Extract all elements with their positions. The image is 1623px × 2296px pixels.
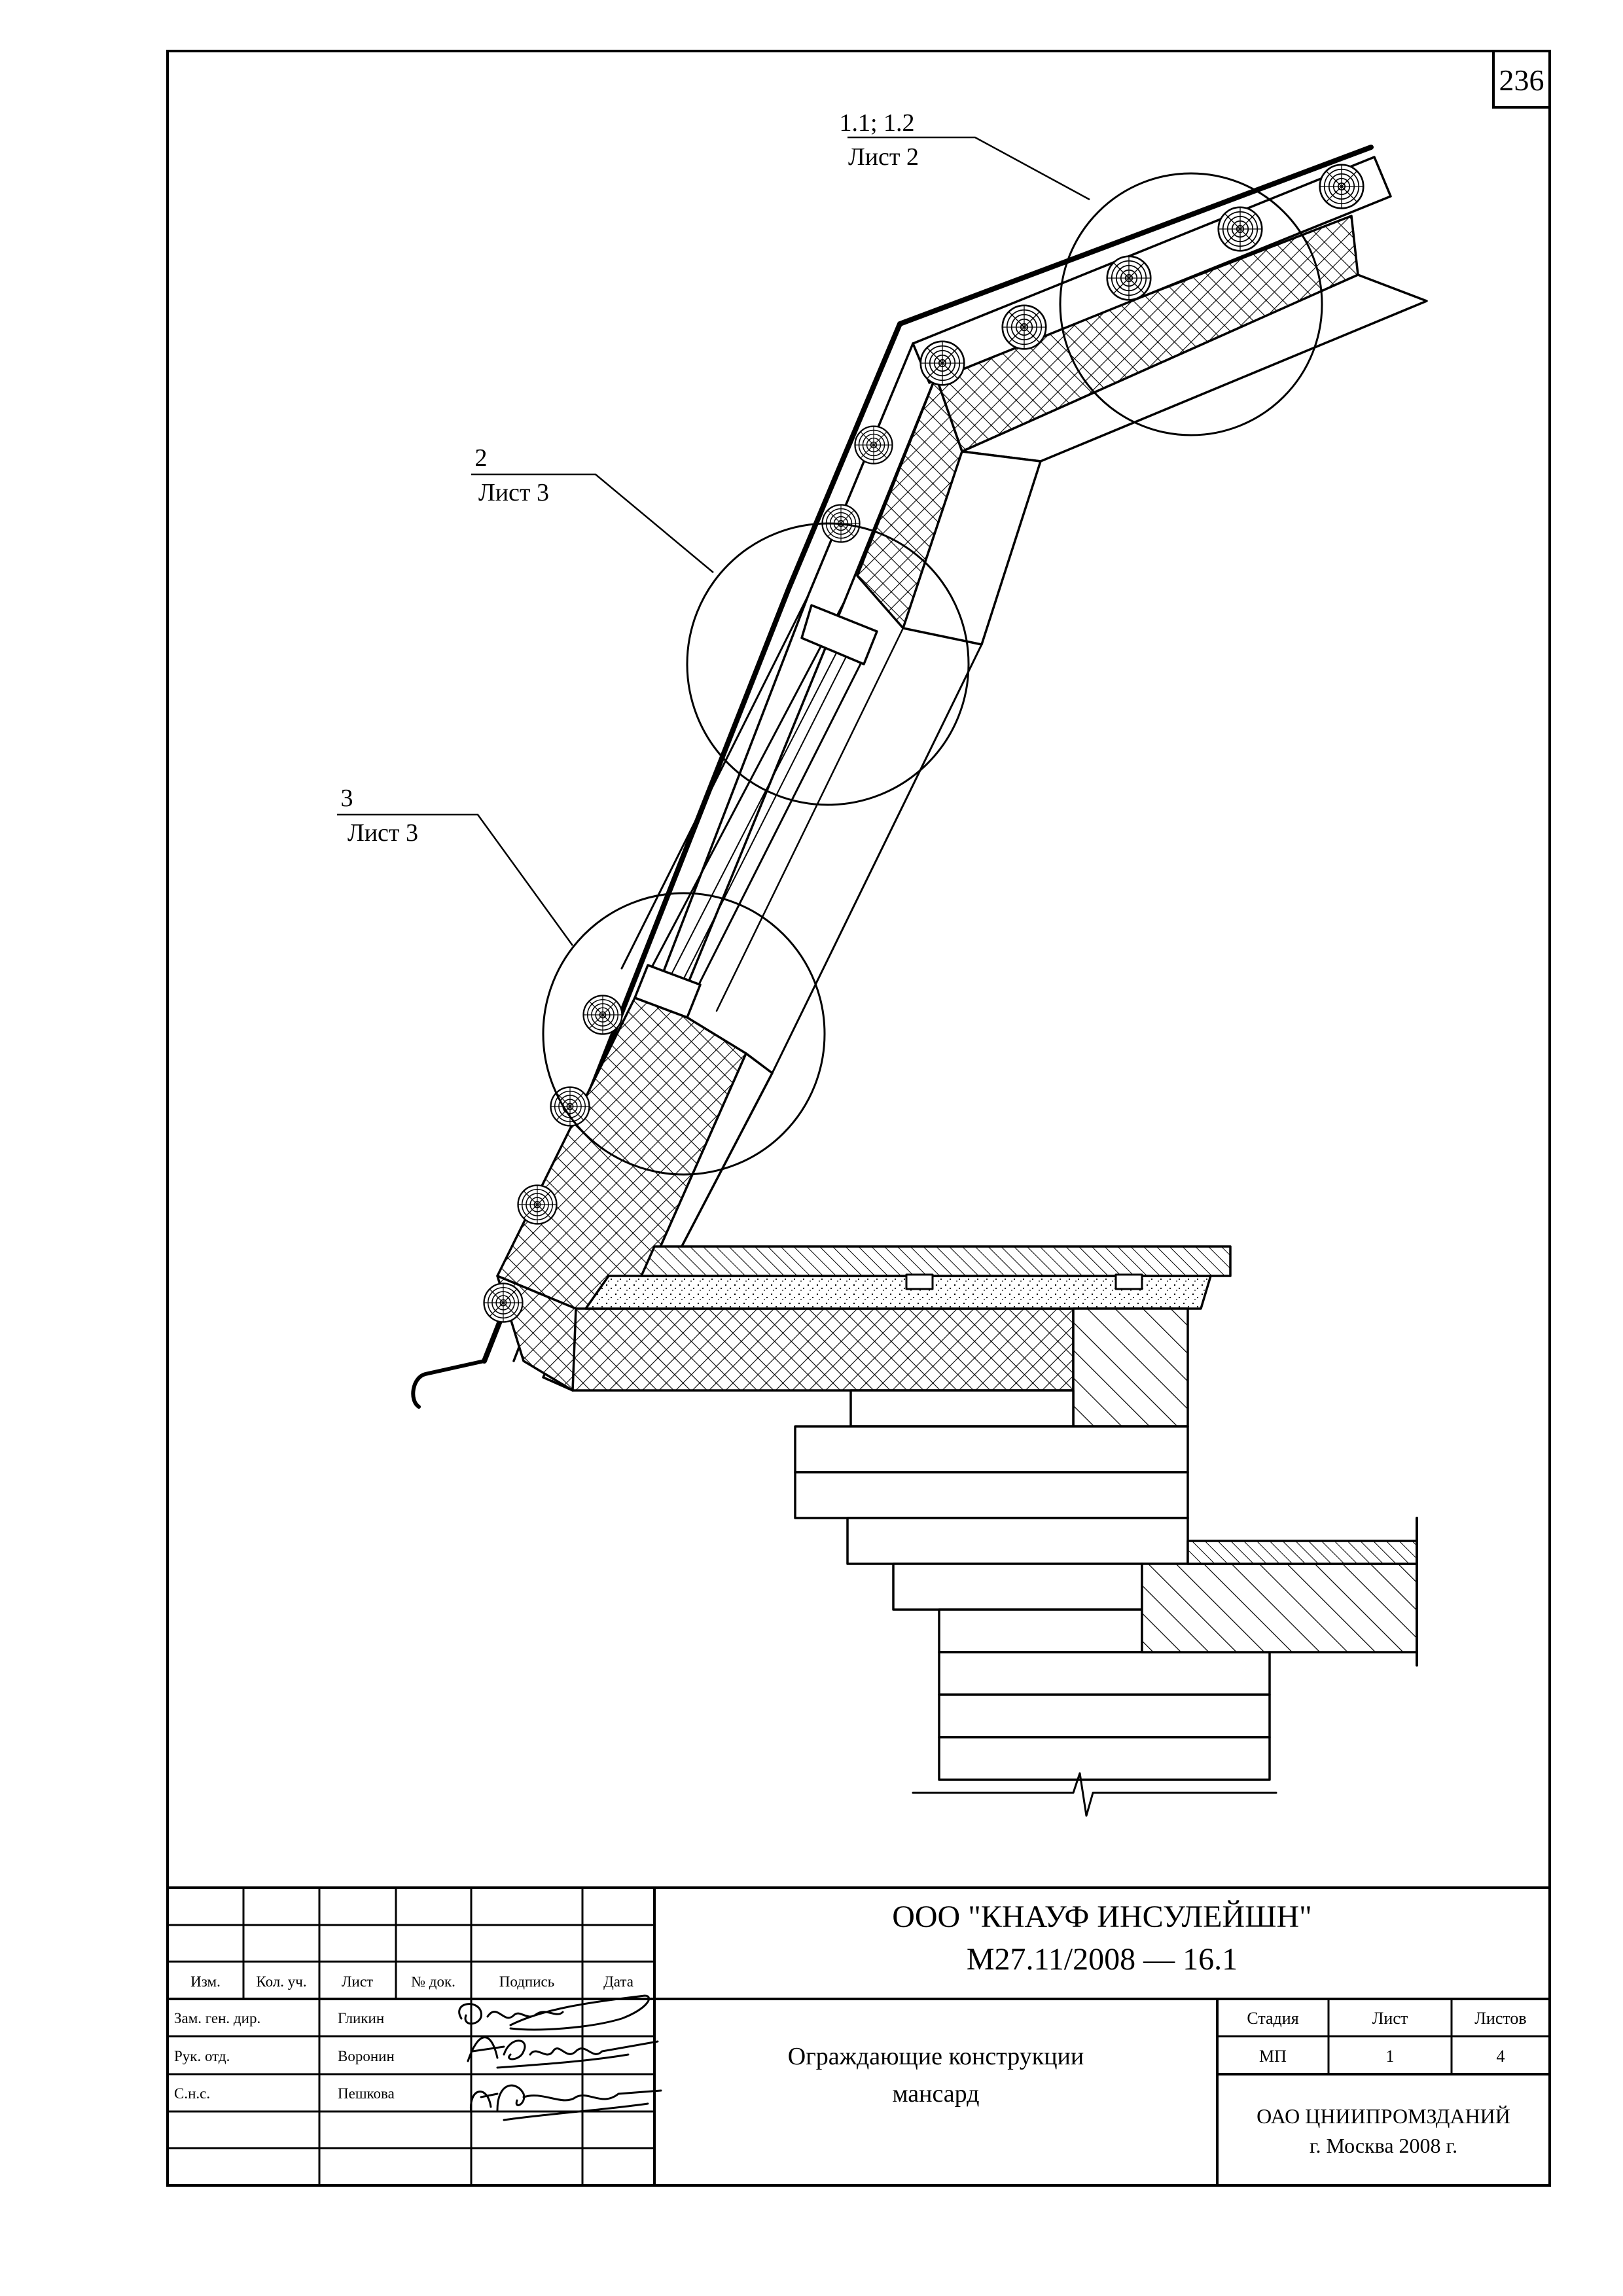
roof-section-detail [411, 145, 1428, 1817]
title-block-headers: Изм. Кол. уч. Лист № док. Подпись Дата [190, 1973, 633, 1990]
wall-course-7 [938, 1651, 1271, 1696]
person-1-role: Зам. ген. дир. [174, 2010, 260, 2026]
sheet-frame [166, 50, 1551, 2187]
mauerlat-beam [1072, 1307, 1189, 1428]
wall-course-2 [794, 1425, 1189, 1474]
title-block-people: Зам. ген. дир. Гликин Рук. отд. Воронин … [174, 2010, 395, 2102]
signatures [458, 1994, 662, 2121]
wall-course-5 [892, 1563, 1143, 1611]
signature-1 [458, 1994, 650, 2031]
callout-1: 1.1; 1.2 Лист 2 [839, 109, 919, 171]
callout-2-number: 2 [475, 444, 488, 472]
callout-2: 2 Лист 3 [475, 444, 550, 506]
floor-boarding [640, 1245, 1232, 1277]
header-list: Лист [342, 1973, 373, 1990]
wall-course-4 [846, 1517, 1189, 1565]
company-name: ООО "КНАУФ ИНСУЛЕЙШН" [892, 1899, 1312, 1934]
wall-course-3 [794, 1471, 1189, 1519]
organization-name: ОАО ЦНИИПРОМЗДАНИЙ [1257, 2104, 1510, 2128]
wall-course-1 [849, 1389, 1075, 1428]
break-line [912, 1772, 1277, 1817]
person-3-role: С.н.с. [174, 2085, 210, 2102]
description-line-1: Ограждающие конструкции [788, 2043, 1084, 2070]
callout-1-number: 1.1; 1.2 [839, 109, 914, 137]
detail-circle-3 [542, 892, 826, 1176]
header-doc: № док. [411, 1973, 455, 1990]
callout-2-sheet: Лист 3 [478, 479, 549, 506]
sheets-value: 4 [1497, 2047, 1505, 2066]
header-kol: Кол. уч. [256, 1973, 306, 1990]
signature-2 [467, 2036, 659, 2069]
callout-1-sheet: Лист 2 [848, 143, 919, 171]
description-line-2: мансард [892, 2080, 979, 2108]
window-frame-upper [800, 604, 878, 665]
title-block [166, 1886, 1551, 2187]
callout-leaders [337, 136, 1090, 946]
steep-lining-upper [902, 450, 1042, 646]
person-3-name: Пешкова [338, 2085, 395, 2102]
eave-insulation [542, 1307, 1075, 1392]
callout-3-sheet: Лист 3 [348, 819, 418, 847]
person-1-name: Гликин [338, 2010, 384, 2026]
signature-3 [469, 2084, 662, 2121]
organization-city-year: г. Москва 2008 г. [1310, 2134, 1457, 2157]
callout-3: 3 Лист 3 [341, 785, 419, 847]
slab-screed [1186, 1540, 1418, 1565]
page-number-box: 236 [1492, 50, 1551, 109]
stage-value: МП [1259, 2047, 1287, 2066]
stage-header: Стадия [1247, 2009, 1298, 2028]
detail-circle-1 [1059, 172, 1323, 436]
sheets-header: Листов [1474, 2009, 1526, 2028]
header-sign: Подпись [499, 1973, 554, 1990]
wall-course-9 [938, 1736, 1271, 1781]
drip-edge [411, 1359, 486, 1409]
detail-circles [542, 172, 1323, 1176]
sheet-value: 1 [1386, 2047, 1395, 2066]
sheet-header: Лист [1372, 2009, 1408, 2028]
page-number: 236 [1499, 63, 1544, 97]
document-code: М27.11/2008 — 16.1 [967, 1942, 1238, 1977]
person-2-name: Воронин [338, 2048, 395, 2064]
floor-slab [1141, 1563, 1418, 1653]
upper-roofing [897, 145, 1374, 327]
header-izm: Изм. [190, 1973, 221, 1990]
wall-course-8 [938, 1693, 1271, 1739]
person-2-role: Рук. отд. [174, 2048, 230, 2064]
wall-course-6 [938, 1608, 1143, 1653]
header-date: Дата [603, 1973, 633, 1990]
detail-circle-2 [686, 522, 970, 806]
callout-3-number: 3 [341, 785, 353, 812]
